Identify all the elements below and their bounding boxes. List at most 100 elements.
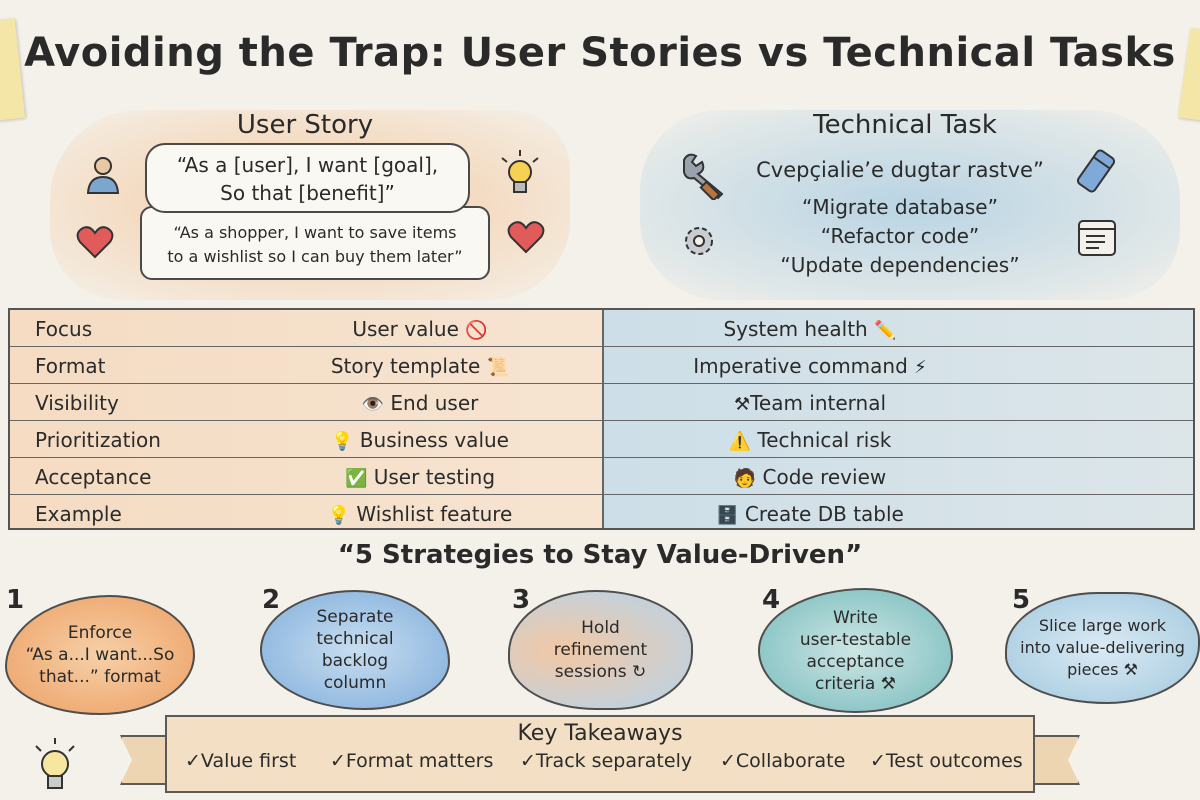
- column-divider: [602, 310, 604, 528]
- checkmark-icon: ✅: [344, 468, 368, 489]
- tools-icon: ⚒: [733, 394, 751, 415]
- technical-task-cell: ⚒Team internal: [610, 391, 1010, 415]
- technical-task-cell: 🗄️ Create DB table: [610, 502, 1010, 526]
- prohibited-icon: 🚫: [465, 320, 488, 341]
- takeaway-item: ✓Format matters: [330, 750, 494, 772]
- pencil-icon: ✏️: [874, 320, 897, 341]
- strategy-text: sessions ↻: [554, 662, 647, 682]
- eye-icon: 👁️: [361, 394, 385, 415]
- table-row: Format Story template 📜 Imperative comma…: [10, 347, 1193, 384]
- technical-task-cell: Imperative command ⚡: [610, 354, 1010, 378]
- user-story-template-bubble: “As a [user], I want [goal], So that [be…: [145, 143, 470, 213]
- key-takeaways-title: Key Takeaways: [517, 721, 683, 746]
- key-takeaways-banner: [165, 715, 1035, 793]
- table-row: Acceptance ✅ User testing 🧑 Code review: [10, 458, 1193, 495]
- technical-task-value: System health: [723, 317, 868, 341]
- table-row: Visibility 👁️ End user ⚒Team internal: [10, 384, 1193, 421]
- heart-icon: [76, 226, 114, 259]
- technical-task-line-4: “Update dependencies”: [780, 253, 1020, 277]
- user-story-value: Story template: [330, 354, 481, 378]
- takeaway-item: ✓Value first: [185, 750, 297, 772]
- strategy-text: that...” format: [39, 667, 161, 687]
- user-story-example-bubble: “As a shopper, I want to save items to a…: [140, 206, 490, 280]
- row-attribute: Acceptance: [35, 465, 152, 489]
- technical-task-cell: System health ✏️: [610, 317, 1010, 341]
- page-title: Avoiding the Trap: User Stories vs Techn…: [24, 30, 1176, 76]
- technical-task-value: Code review: [762, 465, 887, 489]
- user-story-cell: 💡 Wishlist feature: [250, 502, 590, 526]
- strategy-text: into value-delivering: [1020, 638, 1185, 657]
- row-attribute: Format: [35, 354, 106, 378]
- technical-task-value: Create DB table: [744, 502, 904, 526]
- takeaway-item: ✓Collaborate: [720, 750, 846, 772]
- lightning-icon: ⚡: [914, 357, 927, 378]
- strategy-text: refinement: [553, 640, 648, 660]
- example-line-2: to a wishlist so I can buy them later”: [167, 247, 463, 266]
- strategy-number: 5: [1012, 585, 1031, 615]
- row-attribute: Prioritization: [35, 428, 161, 452]
- gear-icon: [685, 227, 713, 255]
- user-story-cell: ✅ User testing: [250, 465, 590, 489]
- strategy-number: 4: [762, 585, 781, 615]
- lightbulb-icon: 💡: [327, 505, 351, 526]
- lightbulb-icon: [501, 150, 539, 193]
- technical-task-line-3: “Refactor code”: [820, 224, 980, 248]
- user-story-cell: Story template 📜: [250, 354, 590, 378]
- server-icon: 🗄️: [716, 505, 739, 526]
- strategy-text: column: [323, 673, 387, 693]
- row-attribute: Example: [35, 502, 122, 526]
- user-story-value: End user: [390, 391, 479, 415]
- technical-task-cell: 🧑 Code review: [610, 465, 1010, 489]
- comparison-table: Focus User value 🚫 System health ✏️ Form…: [8, 308, 1195, 530]
- strategy-number: 1: [6, 585, 25, 615]
- user-story-cell: 💡 Business value: [250, 428, 590, 452]
- strategy-number: 2: [262, 585, 281, 615]
- user-story-value: Wishlist feature: [356, 502, 513, 526]
- lightbulb-icon: 💡: [331, 431, 354, 452]
- technical-task-cell: ⚠️ Technical risk: [610, 428, 1010, 452]
- takeaway-item: ✓Test outcomes: [870, 750, 1023, 772]
- strategy-number: 3: [512, 585, 531, 615]
- strategy-blob-5: Slice large work into value-delivering pie…: [1005, 592, 1200, 704]
- warning-icon: ⚠️: [728, 431, 752, 452]
- user-story-value: Business value: [359, 428, 509, 452]
- strategy-text: Separate: [316, 607, 394, 627]
- strategy-text: Enforce: [67, 623, 133, 643]
- user-story-heading: User Story: [236, 110, 374, 140]
- scroll-icon: 📜: [486, 357, 510, 378]
- checklist-icon: [1078, 220, 1116, 256]
- strategy-text: acceptance: [806, 651, 905, 672]
- table-row: Prioritization 💡 Business value ⚠️ Techn…: [10, 421, 1193, 458]
- database-icon: [1076, 149, 1116, 193]
- template-line-2: So that [benefit]”: [220, 181, 395, 205]
- strategy-text: criteria ⚒: [815, 673, 896, 694]
- technical-task-value: Team internal: [750, 391, 887, 415]
- strategy-text: “As a...I want...So: [25, 645, 175, 665]
- takeaway-item: ✓Track separately: [520, 750, 693, 772]
- heart-icon: [507, 221, 545, 254]
- person-icon: [86, 157, 120, 194]
- template-line-1: “As a [user], I want [goal],: [176, 153, 439, 177]
- lightbulb-icon: [35, 738, 75, 789]
- technical-task-value: Imperative command: [693, 354, 908, 378]
- strategy-text: user-testable: [799, 629, 912, 650]
- technical-task-line-1: Cvepçialie’e dugtar rastve”: [756, 158, 1044, 182]
- wrench-icon: [683, 153, 724, 200]
- strategy-text: pieces ⚒: [1067, 660, 1138, 679]
- user-story-cell: User value 🚫: [250, 317, 590, 341]
- strategy-text: backlog: [321, 651, 389, 671]
- row-attribute: Visibility: [35, 391, 119, 415]
- strategy-text: Write: [833, 607, 878, 628]
- row-attribute: Focus: [35, 317, 93, 341]
- technical-task-wash: [640, 110, 1180, 300]
- strategy-text: Slice large work: [1038, 616, 1167, 635]
- user-story-cell: 👁️ End user: [250, 391, 590, 415]
- technical-task-heading: Technical Task: [813, 110, 997, 140]
- user-story-value: User value: [352, 317, 459, 341]
- developer-icon: 🧑: [733, 468, 757, 489]
- strategies-title: “5 Strategies to Stay Value-Driven”: [337, 540, 863, 570]
